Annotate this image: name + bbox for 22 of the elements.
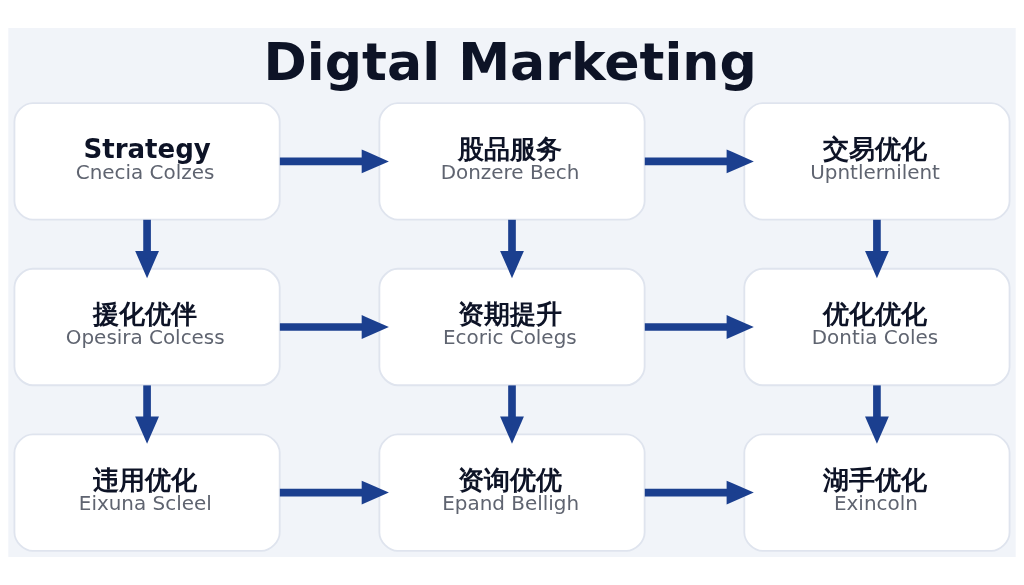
node-box: 股品服务 Donzere Bech <box>378 102 646 221</box>
arrow <box>279 315 389 339</box>
arrow <box>500 219 524 279</box>
node-box: 资期提升 Ecoric Colegs <box>378 267 646 387</box>
node-box: 湖手优化 Exincoln <box>743 433 1011 552</box>
node-box: 援化优伴 Opesira Colcess <box>13 267 281 387</box>
arrow <box>279 149 389 174</box>
node-box: 交易优化 Upntlernilent <box>743 102 1011 221</box>
arrow <box>135 219 159 279</box>
arrow <box>135 385 159 444</box>
arrow <box>865 385 889 444</box>
node-box: Strategy Cnecia Colzes <box>13 102 281 221</box>
node-box: 资询优优 Epand Belligh <box>378 433 646 552</box>
arrow <box>644 149 754 174</box>
arrow <box>279 480 389 505</box>
arrow <box>865 219 889 279</box>
node-box: 违用优化 Eixuna Scleel <box>13 433 281 552</box>
node-box: 优化优化 Dontia Coles <box>743 267 1011 387</box>
arrow <box>644 315 754 339</box>
diagram-title: Digtal Marketing <box>263 32 757 93</box>
arrow <box>500 385 524 444</box>
arrow <box>644 480 754 505</box>
